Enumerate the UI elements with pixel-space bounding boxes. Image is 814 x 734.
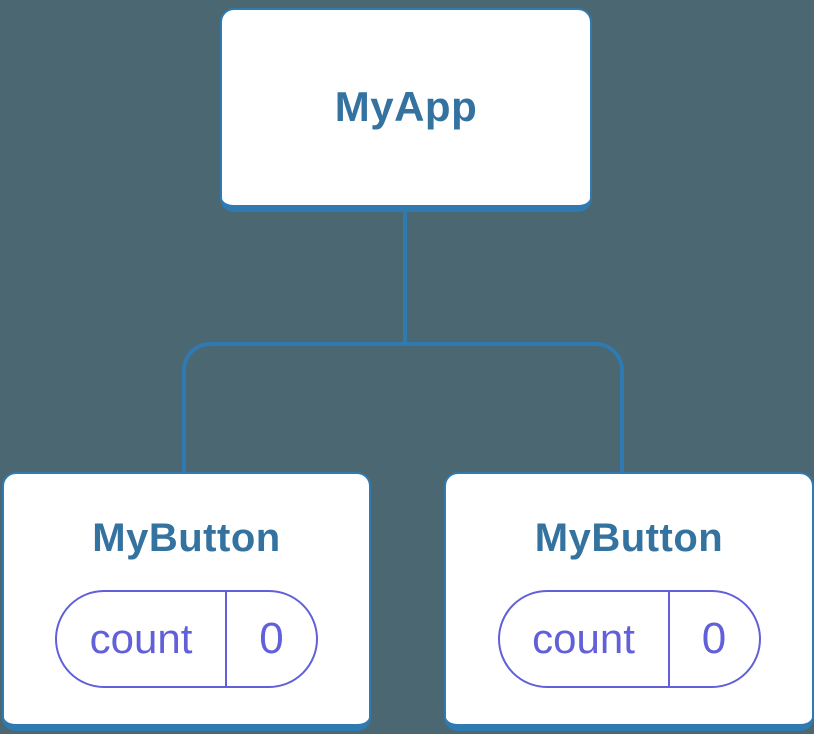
child-node-left: MyButton count 0 [2, 472, 371, 731]
state-key-label: count [500, 592, 670, 686]
state-value-label: 0 [259, 614, 284, 663]
connector-stem-line [403, 210, 407, 344]
state-pill-left: count 0 [55, 590, 318, 688]
root-node: MyApp [220, 8, 592, 212]
state-pill-right: count 0 [497, 590, 761, 688]
connector-bracket-line [182, 342, 624, 474]
child-node-left-label: MyButton [92, 516, 281, 560]
state-value-label: 0 [701, 614, 727, 663]
child-node-right-label: MyButton [534, 516, 724, 560]
child-node-right: MyButton count 0 [444, 472, 814, 731]
state-key-label: count [57, 592, 227, 686]
root-node-label: MyApp [334, 83, 478, 131]
